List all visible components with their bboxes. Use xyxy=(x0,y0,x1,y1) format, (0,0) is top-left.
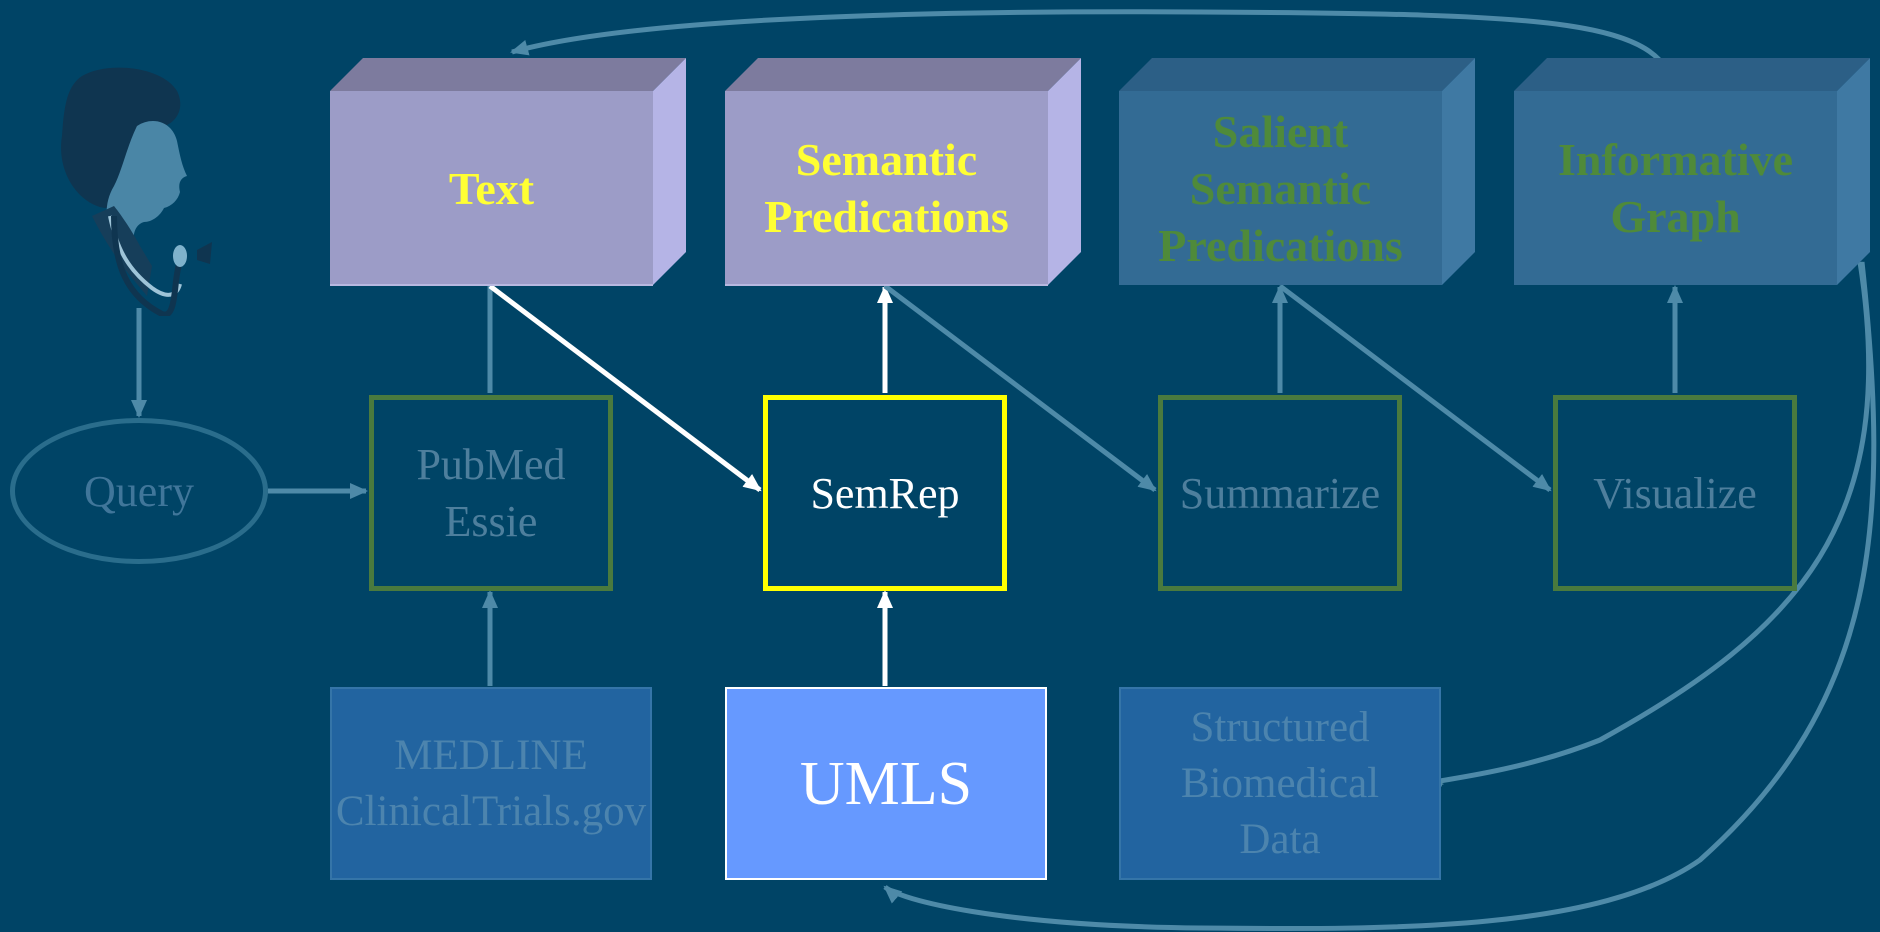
informative-graph-line-1: Informative xyxy=(1557,134,1794,185)
salient-predications-line-2: Semantic xyxy=(1189,162,1372,214)
pubmed-essie-node: PubMed Essie xyxy=(369,395,613,591)
arrow-graph-to-umls xyxy=(883,261,1877,932)
arrow-predications-to-summarize xyxy=(883,284,1157,492)
semrep-node: SemRep xyxy=(763,395,1007,591)
salient-predications-box-shape xyxy=(1119,58,1475,285)
structured-line-3: Data xyxy=(1239,815,1321,863)
semantic-predications-box: Semantic Predications xyxy=(725,58,1081,286)
text-box: Text xyxy=(330,58,686,286)
query-node: Query xyxy=(10,418,268,564)
arrow-salient-to-visualize xyxy=(1278,284,1552,492)
arrow-graph-to-structured xyxy=(1425,261,1872,792)
arrow-graph-to-text xyxy=(510,9,1678,91)
structured-line-2: Biomedical xyxy=(1180,759,1380,807)
summarize-label: Summarize xyxy=(1179,468,1381,518)
text-box-line-1: Text xyxy=(448,162,535,214)
informative-graph-box-shape xyxy=(1514,58,1870,285)
structured-line-1: Structured xyxy=(1190,703,1370,751)
visualize-label: Visualize xyxy=(1593,468,1757,518)
semantic-predications-line-2: Predications xyxy=(764,191,1009,242)
medline-line-2: ClinicalTrials.gov xyxy=(335,787,647,835)
text-box-shape xyxy=(330,58,686,286)
salient-predications-line-3: Predications xyxy=(1158,219,1403,271)
pubmed-essie-line-1: PubMed xyxy=(416,440,566,489)
informative-graph-line-2: Graph xyxy=(1610,191,1741,242)
medline-line-1: MEDLINE xyxy=(394,731,588,779)
umls-source: UMLS xyxy=(725,687,1047,880)
physician-icon xyxy=(61,67,212,316)
informative-graph-box: Informative Graph xyxy=(1514,58,1870,285)
summarize-node: Summarize xyxy=(1158,395,1402,591)
medline-source: MEDLINE ClinicalTrials.gov xyxy=(330,687,652,880)
pubmed-essie-line-2: Essie xyxy=(444,497,538,546)
umls-label: UMLS xyxy=(799,749,973,818)
structured-data-source: Structured Biomedical Data xyxy=(1119,687,1441,880)
semantic-predications-line-1: Semantic xyxy=(795,134,978,185)
query-label: Query xyxy=(84,466,194,516)
salient-predications-box: Salient Semantic Predications xyxy=(1119,58,1475,285)
arrow-text-to-semrep xyxy=(488,284,762,492)
visualize-node: Visualize xyxy=(1553,395,1797,591)
semrep-label: SemRep xyxy=(810,468,960,518)
semantic-predications-box-shape xyxy=(725,58,1081,286)
salient-predications-line-1: Salient xyxy=(1212,105,1349,157)
